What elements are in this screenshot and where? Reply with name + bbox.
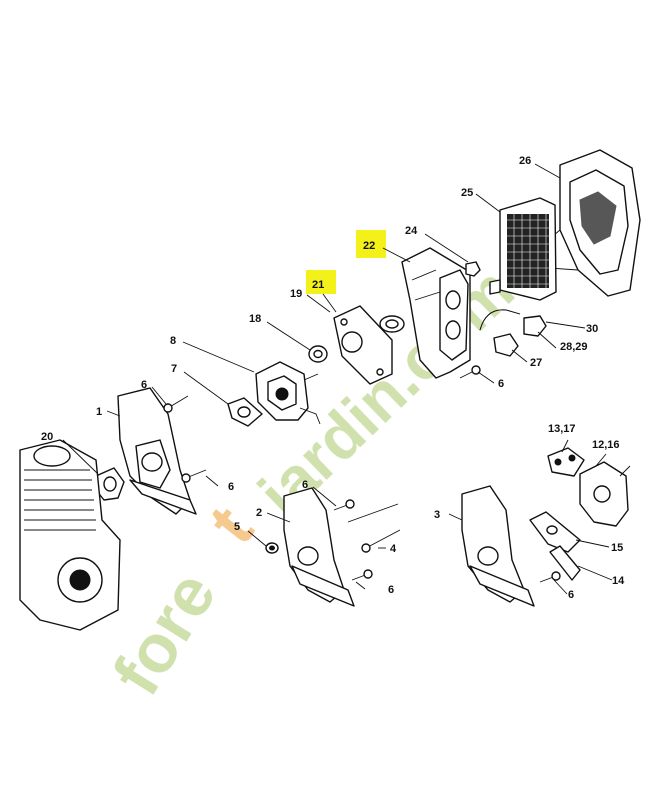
part-28-29-primer[interactable] bbox=[523, 315, 547, 337]
part-2-shroud[interactable] bbox=[283, 487, 355, 607]
engine-block bbox=[19, 439, 121, 631]
part-1-shroud[interactable] bbox=[117, 387, 197, 515]
label-26: 26 bbox=[519, 155, 531, 167]
label-6-f: 6 bbox=[568, 589, 574, 601]
label-22: 22 bbox=[363, 240, 375, 252]
leader-lines bbox=[62, 163, 613, 595]
label-25: 25 bbox=[461, 187, 473, 199]
part-7-gasket[interactable] bbox=[227, 397, 263, 427]
label-19: 19 bbox=[290, 288, 302, 300]
label-13-17: 13,17 bbox=[548, 423, 576, 435]
label-12-16: 12,16 bbox=[592, 439, 620, 451]
highlight-box-22 bbox=[356, 230, 386, 258]
label-7: 7 bbox=[171, 363, 177, 375]
screw-6-c[interactable] bbox=[333, 499, 355, 511]
part-3-shroud[interactable] bbox=[461, 485, 535, 607]
label-14: 14 bbox=[612, 575, 625, 587]
part-13-17-fitting[interactable] bbox=[547, 447, 585, 477]
label-6-b: 6 bbox=[228, 481, 234, 493]
label-2: 2 bbox=[256, 507, 262, 519]
label-5: 5 bbox=[234, 521, 240, 533]
label-18: 18 bbox=[249, 313, 261, 325]
label-21: 21 bbox=[312, 279, 324, 291]
screw-6-b[interactable] bbox=[181, 469, 207, 483]
screw-6-d[interactable] bbox=[351, 569, 373, 581]
label-15: 15 bbox=[611, 542, 623, 554]
label-24: 24 bbox=[405, 225, 418, 237]
part-19-gasket[interactable] bbox=[379, 315, 405, 333]
label-4: 4 bbox=[390, 543, 397, 555]
part-8-carburetor[interactable] bbox=[255, 361, 321, 425]
part-14-bracket[interactable] bbox=[549, 545, 581, 581]
label-3: 3 bbox=[434, 509, 440, 521]
label-6-d: 6 bbox=[388, 584, 394, 596]
part-25-air-filter[interactable] bbox=[499, 197, 557, 301]
part-5-washer[interactable] bbox=[265, 542, 279, 554]
label-6-c: 6 bbox=[302, 479, 308, 491]
part-30-hose[interactable] bbox=[479, 279, 521, 331]
label-30: 30 bbox=[586, 323, 598, 335]
label-6-a: 6 bbox=[141, 379, 147, 391]
part-4-screw[interactable] bbox=[347, 503, 401, 553]
label-6-e: 6 bbox=[498, 378, 504, 390]
label-27: 27 bbox=[530, 357, 542, 369]
part-26-filter-cover[interactable] bbox=[547, 149, 641, 297]
part-22-filter-base[interactable] bbox=[401, 247, 471, 379]
label-1: 1 bbox=[96, 406, 102, 418]
screw-6-a[interactable] bbox=[163, 395, 189, 413]
part-27-fitting[interactable] bbox=[493, 333, 519, 357]
part-15-gasket[interactable] bbox=[529, 511, 581, 553]
label-8: 8 bbox=[170, 335, 176, 347]
part-18-ring[interactable] bbox=[308, 345, 328, 363]
part-12-16-carburetor[interactable] bbox=[579, 461, 631, 527]
highlight-box-21 bbox=[306, 270, 336, 294]
label-28-29: 28,29 bbox=[560, 341, 588, 353]
screw-6-f[interactable] bbox=[539, 571, 561, 583]
part-21-gasket[interactable] bbox=[333, 305, 393, 385]
watermark-text-orange: t bbox=[194, 493, 268, 558]
label-20: 20 bbox=[41, 431, 53, 443]
part-24-nut[interactable] bbox=[465, 261, 481, 277]
screw-6-e[interactable] bbox=[459, 365, 481, 379]
